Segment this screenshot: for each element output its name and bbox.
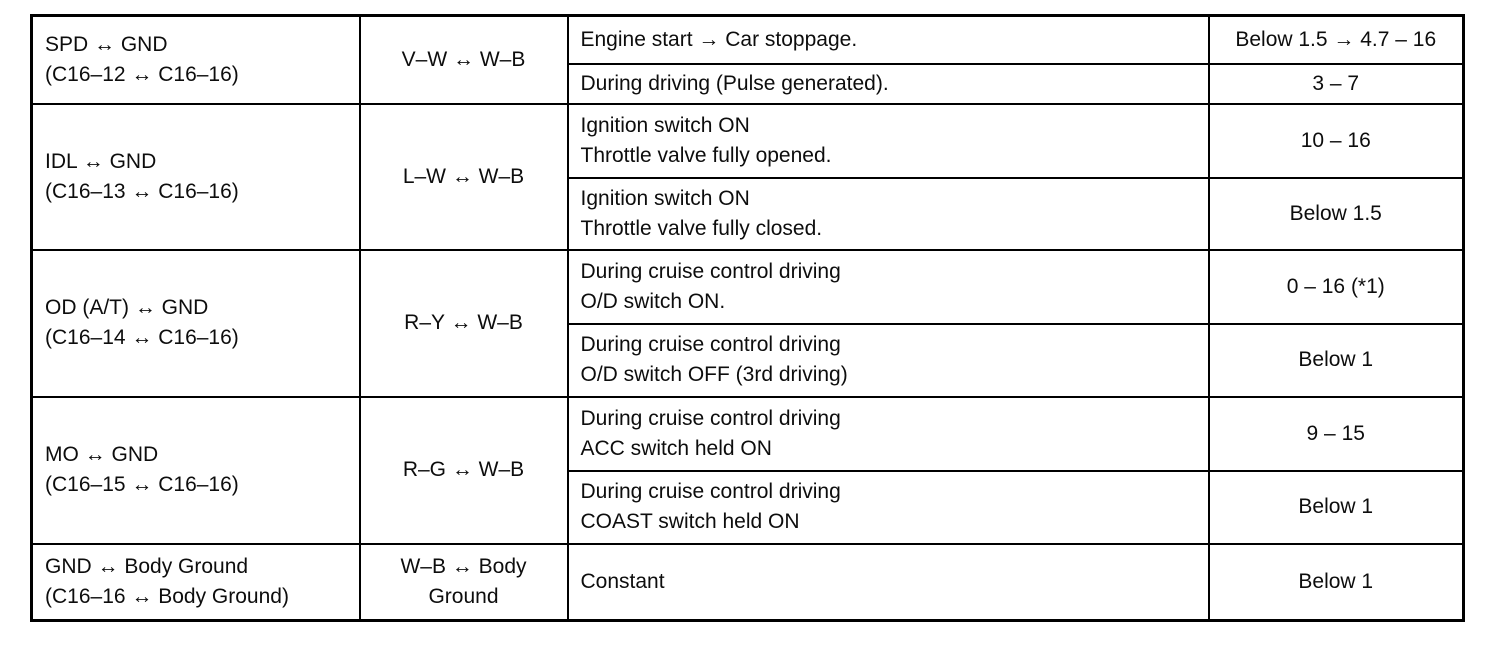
wire-line: L–W ↔ W–B bbox=[402, 164, 525, 188]
condition-line: O/D switch OFF (3rd driving) bbox=[580, 363, 848, 386]
value-cell: Below 1 bbox=[1207, 322, 1465, 398]
table-row: IDL ↔ GND (C16–13 ↔ C16–16) L–W ↔ W–B Ig… bbox=[30, 102, 1465, 251]
condition-line: Engine start → Car stoppage. bbox=[580, 27, 858, 51]
condition-line: Throttle valve fully opened. bbox=[580, 143, 832, 167]
wire-color-cell: W–B ↔ Body Ground bbox=[358, 542, 569, 622]
condition-line: Ignition switch ON bbox=[580, 186, 750, 210]
condition-line: During cruise control driving bbox=[580, 406, 841, 430]
wire-color-cell: V–W ↔ W–B bbox=[358, 14, 569, 105]
terminal-line: (C16–16 ↔ Body Ground) bbox=[45, 584, 289, 608]
terminal-line: IDL ↔ GND bbox=[45, 149, 157, 173]
value-cell: 10 – 16 bbox=[1207, 102, 1465, 179]
table-row: During cruise control driving COAST swit… bbox=[32, 469, 1465, 545]
terminal-line: (C16–14 ↔ C16–16) bbox=[45, 326, 239, 349]
condition-line: COAST switch held ON bbox=[580, 510, 800, 533]
wire-line: Ground bbox=[428, 584, 499, 608]
condition-cell: Constant bbox=[566, 542, 1210, 622]
terminal-line: OD (A/T) ↔ GND bbox=[45, 296, 209, 319]
condition-cell: Ignition switch ON Throttle valve fully … bbox=[566, 102, 1210, 179]
wire-line: V–W ↔ W–B bbox=[401, 47, 526, 71]
terminal-cell: IDL ↔ GND (C16–13 ↔ C16–16) bbox=[30, 102, 361, 251]
table-row: GND ↔ Body Ground (C16–16 ↔ Body Ground)… bbox=[30, 542, 1465, 622]
terminal-line: MO ↔ GND bbox=[45, 443, 159, 466]
condition-cell: Engine start → Car stoppage. bbox=[566, 14, 1210, 65]
table-row: SPD ↔ GND (C16–12 ↔ C16–16) V–W ↔ W–B En… bbox=[30, 14, 1465, 105]
table-row: OD (A/T) ↔ GND (C16–14 ↔ C16–16) R–Y ↔ W… bbox=[30, 248, 1465, 398]
condition-line: During cruise control driving bbox=[580, 480, 841, 503]
terminal-cell: SPD ↔ GND (C16–12 ↔ C16–16) bbox=[30, 14, 361, 105]
terminal-cell: OD (A/T) ↔ GND (C16–14 ↔ C16–16) bbox=[30, 248, 361, 398]
table-row: During cruise control driving O/D switch… bbox=[32, 322, 1465, 398]
condition-cell: During cruise control driving O/D switch… bbox=[566, 322, 1210, 398]
condition-cell: During cruise control driving ACC switch… bbox=[566, 395, 1210, 472]
value-cell: 9 – 15 bbox=[1207, 395, 1465, 472]
wire-color-cell: R–G ↔ W–B bbox=[358, 395, 569, 545]
condition-cell: Ignition switch ON Throttle valve fully … bbox=[566, 176, 1210, 251]
wire-line: R–Y ↔ W–B bbox=[404, 311, 523, 334]
terminal-line: GND ↔ Body Ground bbox=[45, 554, 249, 578]
terminal-line: SPD ↔ GND bbox=[45, 32, 168, 56]
wire-line: W–B ↔ Body bbox=[400, 554, 527, 578]
condition-line: ACC switch held ON bbox=[580, 436, 772, 460]
value-cell: 3 – 7 bbox=[1207, 62, 1465, 105]
condition-line: O/D switch ON. bbox=[580, 289, 726, 313]
value-cell: Below 1 bbox=[1207, 469, 1465, 545]
condition-line: Throttle valve fully closed. bbox=[580, 216, 823, 240]
condition-cell: During cruise control driving O/D switch… bbox=[566, 248, 1210, 325]
condition-line: During driving (Pulse generated). bbox=[580, 71, 889, 95]
wire-line: R–G ↔ W–B bbox=[402, 458, 525, 481]
table-row: During driving (Pulse generated). 3 – 7 bbox=[32, 62, 1465, 105]
value-cell: 0 – 16 (*1) bbox=[1207, 248, 1465, 325]
condition-cell: During cruise control driving COAST swit… bbox=[566, 469, 1210, 545]
value-cell: Below 1.5 bbox=[1207, 176, 1465, 251]
wire-color-cell: R–Y ↔ W–B bbox=[358, 248, 569, 398]
value-cell: Below 1 bbox=[1207, 542, 1465, 622]
terminal-line: (C16–13 ↔ C16–16) bbox=[45, 179, 239, 203]
table-row: Ignition switch ON Throttle valve fully … bbox=[32, 176, 1465, 251]
condition-cell: During driving (Pulse generated). bbox=[566, 62, 1210, 105]
condition-line: During cruise control driving bbox=[580, 259, 841, 283]
terminal-line: (C16–15 ↔ C16–16) bbox=[45, 473, 239, 496]
terminal-line: (C16–12 ↔ C16–16) bbox=[45, 62, 239, 86]
condition-line: During cruise control driving bbox=[580, 333, 841, 356]
terminal-voltage-table: SPD ↔ GND (C16–12 ↔ C16–16) V–W ↔ W–B En… bbox=[30, 14, 1465, 622]
terminal-cell: GND ↔ Body Ground (C16–16 ↔ Body Ground) bbox=[30, 542, 361, 622]
wire-color-cell: L–W ↔ W–B bbox=[358, 102, 569, 251]
condition-line: Ignition switch ON bbox=[580, 113, 750, 137]
table-row: MO ↔ GND (C16–15 ↔ C16–16) R–G ↔ W–B Dur… bbox=[30, 395, 1465, 545]
condition-line: Constant bbox=[580, 569, 665, 593]
terminal-cell: MO ↔ GND (C16–15 ↔ C16–16) bbox=[30, 395, 361, 545]
value-cell: Below 1.5 → 4.7 – 16 bbox=[1207, 14, 1465, 65]
